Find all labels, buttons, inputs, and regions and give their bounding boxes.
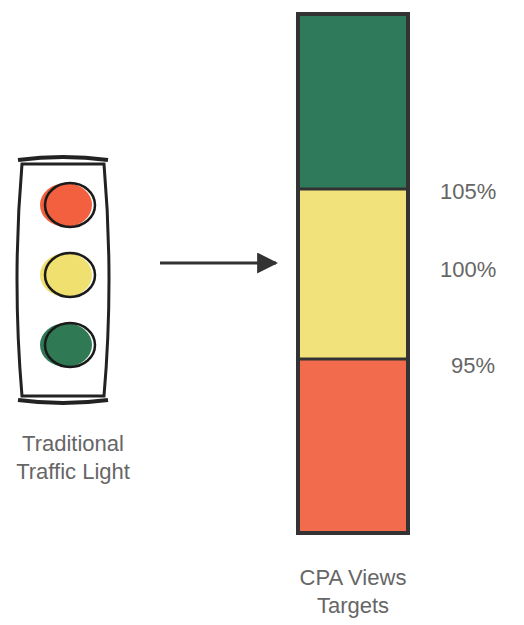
housing-cap: [18, 157, 108, 160]
lamp: [40, 253, 92, 297]
band-bar: [296, 12, 410, 535]
percent-label: 105%: [440, 179, 496, 205]
lamp: [40, 323, 92, 367]
light-housing: [17, 164, 109, 396]
band: [298, 14, 408, 189]
lamp-outline: [45, 253, 95, 297]
traffic-light-drawing: [0, 150, 146, 412]
caption-text: Traditional Traffic Light: [15, 430, 131, 486]
band: [298, 189, 408, 359]
target-bar: CPA Views Targets: [296, 12, 410, 535]
band-divider: [298, 188, 408, 191]
band-divider: [298, 358, 408, 361]
caption-text: CPA Views Targets: [288, 564, 418, 620]
arrow-connector: [160, 262, 276, 265]
percent-label: 95%: [451, 353, 495, 379]
housing-base: [18, 400, 108, 403]
lamp: [40, 183, 92, 227]
lamp-outline: [45, 323, 95, 367]
percent-label: 100%: [440, 257, 496, 283]
bar-border: [298, 14, 408, 533]
traffic-light: Traditional Traffic Light: [0, 150, 146, 500]
band: [298, 359, 408, 533]
lamp-outline: [45, 183, 95, 227]
